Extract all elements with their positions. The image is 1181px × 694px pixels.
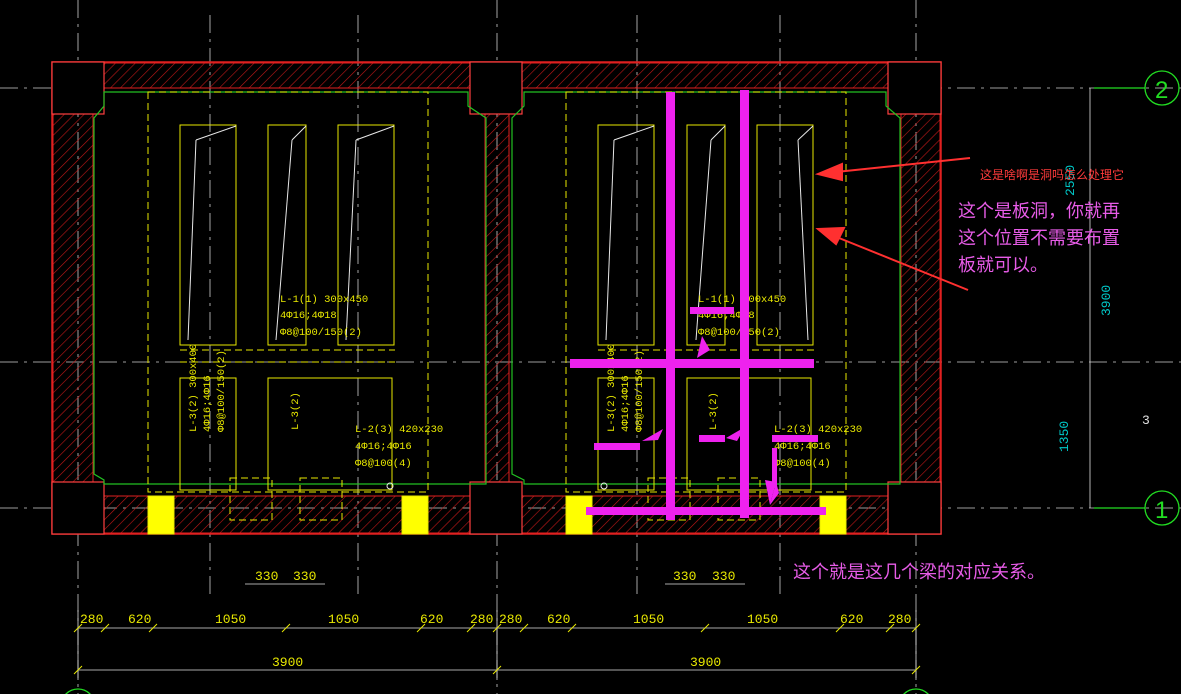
dimension-texts: 330 330 330 330 280 620 1050 1050 620 28… (80, 165, 1150, 670)
dim-vertical-2550: 2550 (1063, 165, 1078, 196)
dim-row-left-5: 620 (420, 612, 443, 627)
highlight-marks (570, 90, 826, 520)
columns (51, 61, 942, 535)
dim-vertical-1350: 1350 (1057, 421, 1072, 452)
pointer-arrows (814, 157, 971, 291)
dim-small-left-2: 330 (293, 569, 316, 584)
l3-small-left-label: L-3(2) (290, 392, 302, 430)
dim-row-right-6: 280 (888, 612, 911, 627)
dim-vertical-3900: 3900 (1099, 285, 1114, 316)
l2-right-label-2: 4Φ16;4Φ16 (774, 441, 831, 453)
dim-small-left-1: 330 (255, 569, 278, 584)
l3-left-label-3: Φ8@100/150(2) (216, 350, 228, 432)
opening-marks (187, 125, 814, 490)
l3-left-label-1: L-3(2) 300x400 (188, 344, 200, 432)
l2-left-label-3: Φ8@100(4) (355, 458, 412, 470)
beam-labels: L-1(1) 300x450 4Φ16;4Φ18 Φ8@100/150(2) L… (188, 294, 862, 470)
column-stubs (147, 495, 847, 535)
dim-small-right-2: 330 (712, 569, 735, 584)
l1-left-label-2: 4Φ16;4Φ18 (280, 310, 337, 322)
annotation-answer-line-1: 这个是板洞，你就再 (958, 201, 1120, 222)
annotation-answer-line-3: 板就可以。 (958, 255, 1048, 276)
dim-row-left-3: 1050 (215, 612, 246, 627)
dim-row-right-1: 280 (499, 612, 522, 627)
dim-row-right-2: 620 (547, 612, 570, 627)
l3-right-label-2: 4Φ16;4Φ16 (620, 375, 632, 432)
axis-bubbles (65, 70, 1180, 694)
l3-small-right-label: L-3(2) (708, 392, 720, 430)
l1-left-label-3: Φ8@100/150(2) (280, 327, 362, 339)
axis-label-2: 2 (1155, 77, 1168, 104)
dim-row-left-4: 1050 (328, 612, 359, 627)
dim-small-right-1: 330 (673, 569, 696, 584)
dim-row-right-3: 1050 (633, 612, 664, 627)
l3-left-label-2: 4Φ16;4Φ16 (202, 375, 214, 432)
l2-left-label-1: L-2(3) 420x230 (355, 424, 443, 436)
l3-right-label-3: Φ8@100/150(2) (634, 350, 646, 432)
l2-right-label-3: Φ8@100(4) (774, 458, 831, 470)
dimension-ticks (73, 623, 921, 675)
dim-total-right: 3900 (690, 655, 721, 670)
dim-row-left-2: 620 (128, 612, 151, 627)
dim-total-left: 3900 (272, 655, 303, 670)
axis-label-1: 1 (1155, 497, 1168, 524)
dim-row-right-5: 620 (840, 612, 863, 627)
l2-left-label-2: 4Φ16;4Φ16 (355, 441, 412, 453)
l2-right-label-1: L-2(3) 420x230 (774, 424, 862, 436)
dim-side-3: 3 (1142, 413, 1150, 428)
dim-row-left-1: 280 (80, 612, 103, 627)
annotation-relation: 这个就是这几个梁的对应关系。 (793, 562, 1045, 583)
annotation-answer-line-2: 这个位置不需要布置 (958, 228, 1120, 249)
annotation-question: 这是啥啊是洞吗怎么处理它 (980, 168, 1125, 182)
dim-row-left-6: 280 (470, 612, 493, 627)
l1-right-label-3: Φ8@100/150(2) (698, 327, 780, 339)
l1-left-label-1: L-1(1) 300x450 (280, 294, 368, 306)
dim-row-right-4: 1050 (747, 612, 778, 627)
l3-right-label-1: L-3(2) 300x400 (606, 344, 618, 432)
slab-edges (93, 91, 901, 485)
annotation-answer: 这个是板洞，你就再 这个位置不需要布置 板就可以。 (958, 198, 1178, 279)
beam-outlines (147, 91, 847, 521)
